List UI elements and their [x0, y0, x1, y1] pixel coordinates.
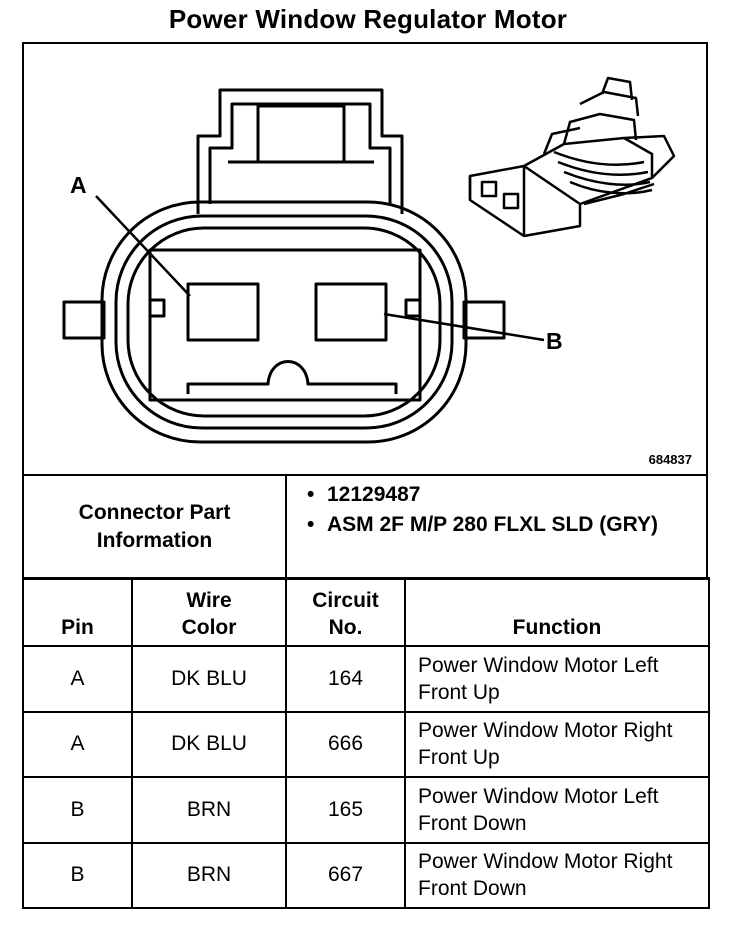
- header-pin: Pin: [22, 577, 133, 647]
- cell-function: Power Window Motor Left Front Up: [404, 645, 710, 713]
- figure-id: 684837: [648, 452, 692, 467]
- connector-info-values: 12129487 ASM 2F M/P 280 FLXL SLD (GRY): [285, 474, 708, 580]
- connector-assembly: ASM 2F M/P 280 FLXL SLD (GRY): [307, 510, 698, 540]
- pin-label-b: B: [546, 328, 563, 354]
- cell-pin: B: [22, 841, 133, 909]
- header-circuit-no: Circuit No.: [285, 577, 406, 647]
- cell-circuit-no: 666: [285, 710, 406, 778]
- cell-circuit-no: 667: [285, 841, 406, 909]
- table-row: B BRN 165 Power Window Motor Left Front …: [22, 776, 710, 844]
- cell-function: Power Window Motor Right Front Up: [404, 710, 710, 778]
- cell-wire-color: BRN: [131, 841, 287, 909]
- cell-wire-color: BRN: [131, 776, 287, 844]
- pin-table-header: Pin Wire Color Circuit No. Function: [22, 577, 710, 647]
- cell-circuit-no: 164: [285, 645, 406, 713]
- cell-pin: A: [22, 645, 133, 713]
- cell-function: Power Window Motor Left Front Down: [404, 776, 710, 844]
- connector-diagram: A B 684837: [22, 42, 708, 476]
- connector-part-number: 12129487: [307, 480, 698, 510]
- header-function: Function: [404, 577, 710, 647]
- pin-table: Pin Wire Color Circuit No. Function A DK…: [22, 577, 710, 909]
- cell-wire-color: DK BLU: [131, 645, 287, 713]
- cell-function: Power Window Motor Right Front Down: [404, 841, 710, 909]
- cell-circuit-no: 165: [285, 776, 406, 844]
- connector-info-table: Connector Part Information 12129487 ASM …: [22, 474, 708, 580]
- cell-pin: A: [22, 710, 133, 778]
- pin-label-a: A: [70, 172, 87, 198]
- table-row: B BRN 667 Power Window Motor Right Front…: [22, 841, 710, 909]
- connector-face-drawing: [62, 76, 676, 444]
- table-row: A DK BLU 666 Power Window Motor Right Fr…: [22, 710, 710, 778]
- page-title: Power Window Regulator Motor: [168, 4, 568, 34]
- cell-wire-color: DK BLU: [131, 710, 287, 778]
- connector-info-label: Connector Part Information: [22, 474, 287, 580]
- cell-pin: B: [22, 776, 133, 844]
- table-row: A DK BLU 164 Power Window Motor Left Fro…: [22, 645, 710, 713]
- header-wire-color: Wire Color: [131, 577, 287, 647]
